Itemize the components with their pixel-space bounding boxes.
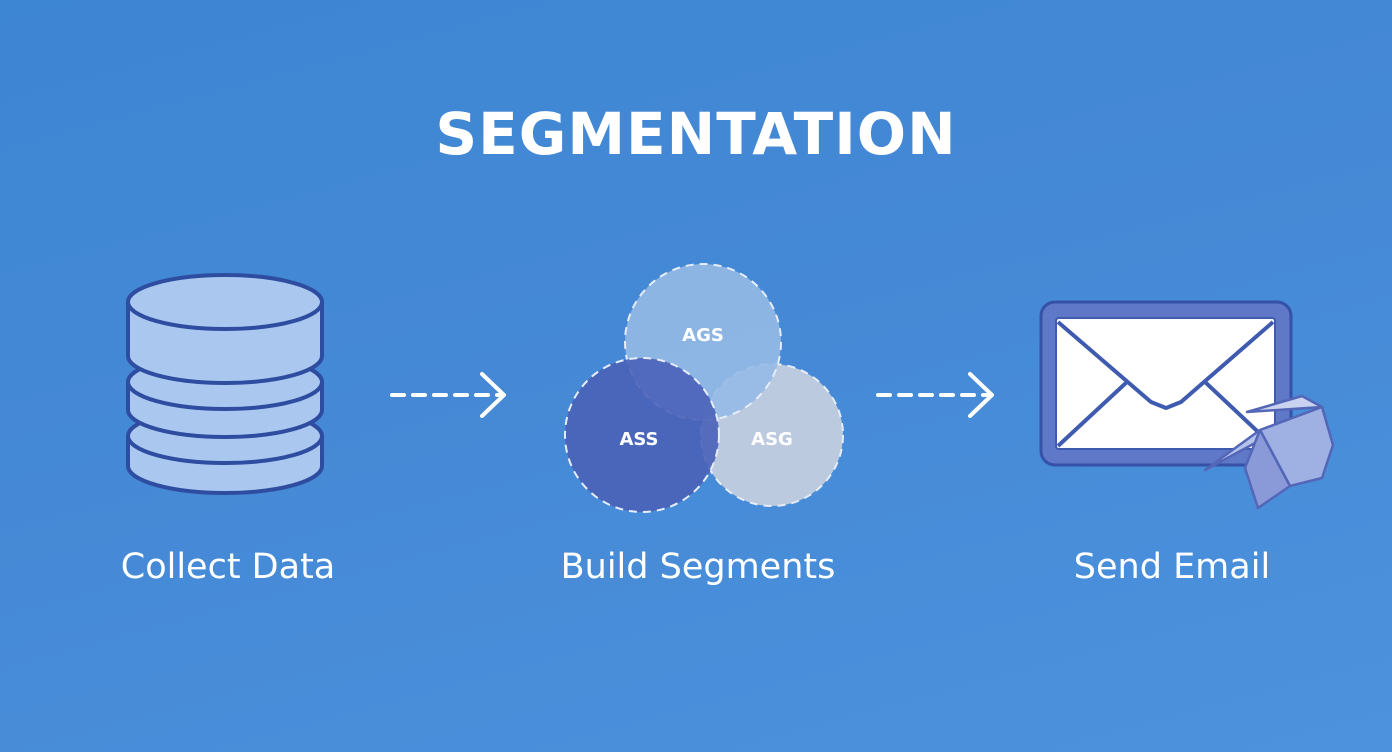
paper-plane-icon bbox=[1203, 394, 1335, 510]
dashed-arrow-icon bbox=[390, 372, 506, 418]
step-label-send-email: Send Email bbox=[1073, 547, 1271, 587]
step-label-collect-data: Collect Data bbox=[120, 547, 336, 587]
venn-label-top: AGS bbox=[682, 325, 724, 346]
venn-label-right: ASG bbox=[751, 429, 793, 450]
diagram-title: SEGMENTATION bbox=[435, 100, 957, 168]
step-label-build-segments: Build Segments bbox=[560, 547, 836, 587]
venn-circle-left bbox=[564, 357, 720, 513]
envelope-icon bbox=[1039, 300, 1293, 467]
venn-label-left: ASS bbox=[619, 429, 658, 450]
dashed-arrow-icon bbox=[876, 372, 994, 418]
venn-diagram-icon: AGS ASS ASG bbox=[564, 263, 844, 513]
database-icon bbox=[126, 273, 324, 495]
